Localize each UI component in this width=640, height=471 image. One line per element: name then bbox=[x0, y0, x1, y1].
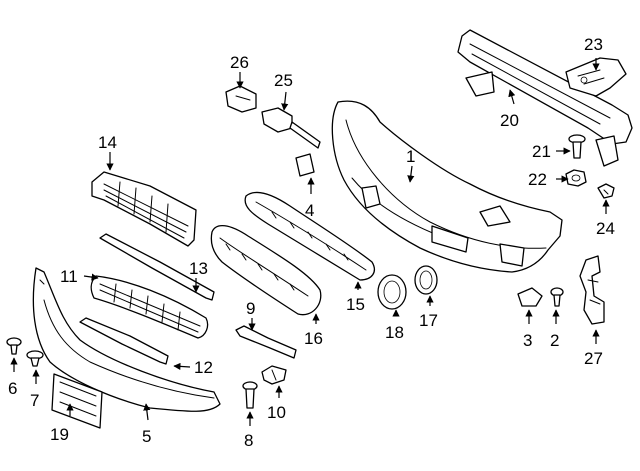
callout-10: 10 bbox=[267, 403, 286, 422]
callout-11: 11 bbox=[60, 267, 78, 286]
callout-20: 20 bbox=[500, 111, 519, 130]
lower-valance bbox=[32, 267, 221, 412]
callout-8: 8 bbox=[244, 431, 253, 450]
bolt-part-21 bbox=[568, 134, 586, 159]
callout-26: 26 bbox=[230, 53, 249, 72]
callout-2: 2 bbox=[550, 331, 559, 350]
callout-6: 6 bbox=[8, 379, 17, 398]
callout-1: 1 bbox=[406, 147, 415, 166]
sensor-part-25 bbox=[261, 107, 321, 149]
callout-23: 23 bbox=[584, 35, 603, 54]
grille-frame-inner bbox=[210, 225, 322, 316]
lower-grille bbox=[90, 275, 209, 339]
push-pin-part-2 bbox=[550, 287, 564, 307]
bumper-cover bbox=[331, 100, 563, 273]
callout-25: 25 bbox=[274, 71, 293, 90]
callout-27: 27 bbox=[584, 349, 603, 368]
callout-12: 12 bbox=[194, 358, 213, 377]
nut-part-22 bbox=[565, 169, 587, 187]
upper-grille bbox=[91, 171, 197, 247]
callout-5: 5 bbox=[142, 427, 151, 446]
side-bracket bbox=[579, 255, 605, 325]
upper-trim-strip bbox=[99, 233, 215, 301]
license-plate-bracket bbox=[51, 373, 103, 429]
clip-part-7 bbox=[26, 350, 44, 367]
callout-7: 7 bbox=[30, 391, 39, 410]
callout-labels: 1 2 3 4 5 6 7 8 9 10 11 12 13 14 15 16 1… bbox=[8, 35, 615, 450]
clip-part-6 bbox=[6, 337, 22, 355]
bolt-part-8 bbox=[242, 381, 258, 409]
leader-lines bbox=[10, 58, 610, 426]
clip-part-3 bbox=[517, 287, 543, 307]
mounting-bracket bbox=[565, 57, 627, 97]
callout-4: 4 bbox=[305, 201, 314, 220]
callout-22: 22 bbox=[528, 170, 547, 189]
sensor-part-26 bbox=[225, 85, 257, 113]
screw-part-24 bbox=[597, 183, 615, 199]
callout-3: 3 bbox=[523, 331, 532, 350]
callout-19: 19 bbox=[50, 425, 69, 444]
label-plate bbox=[295, 153, 315, 177]
connector-part-10 bbox=[261, 365, 287, 385]
callout-9: 9 bbox=[246, 299, 255, 318]
side-trim-piece bbox=[235, 325, 297, 359]
grille-frame-outer bbox=[244, 191, 375, 281]
callout-21: 21 bbox=[532, 142, 551, 161]
callout-15: 15 bbox=[346, 295, 365, 314]
fog-lamp-ring-right bbox=[414, 265, 438, 295]
callout-13: 13 bbox=[189, 259, 208, 278]
callout-17: 17 bbox=[419, 311, 438, 330]
callout-24: 24 bbox=[596, 219, 615, 238]
callout-18: 18 bbox=[385, 323, 404, 342]
callout-14: 14 bbox=[98, 133, 117, 152]
lower-grille-trim bbox=[79, 317, 169, 365]
fog-lamp-ring-left bbox=[377, 274, 407, 310]
callout-16: 16 bbox=[304, 329, 323, 348]
